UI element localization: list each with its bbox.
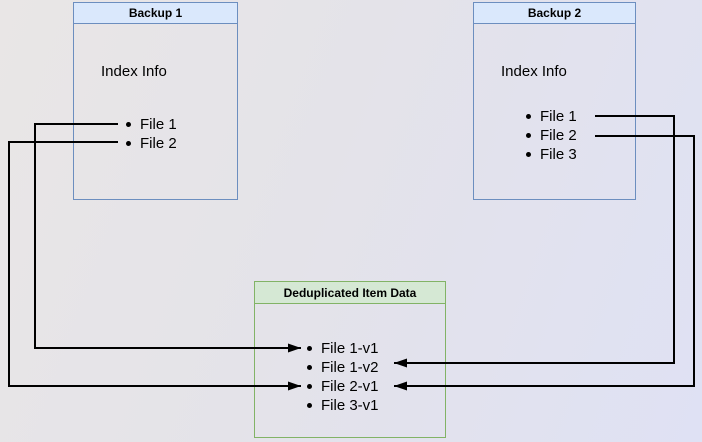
list-item: File 2 [526,126,577,145]
backup1-title: Backup 1 [74,3,237,24]
dedup-file2-v1-label: File 2-v1 [321,378,379,395]
list-item: File 1 [126,115,177,134]
dedup-item-list: File 1-v1 File 1-v2 File 2-v1 File 3-v1 [307,339,379,415]
list-item: File 1-v1 [307,339,379,358]
backup2-file3-label: File 3 [540,146,577,163]
dedup-title: Deduplicated Item Data [255,282,445,304]
backup1-index-info-label: Index Info [101,63,167,80]
dedup-file1-v1-label: File 1-v1 [321,340,379,357]
backup1-file-list: File 1 File 2 [126,115,177,153]
dedup-file1-v2-label: File 1-v2 [321,359,379,376]
dedup-file3-v1-label: File 3-v1 [321,397,379,414]
bullet-icon [526,114,531,119]
bullet-icon [307,403,312,408]
dedup-box: Deduplicated Item Data File 1-v1 File 1-… [254,281,446,438]
backup1-box: Backup 1 Index Info File 1 File 2 [73,2,238,200]
bullet-icon [526,152,531,157]
list-item: File 3 [526,145,577,164]
bullet-icon [126,141,131,146]
backup1-file1-label: File 1 [140,116,177,133]
list-item: File 2-v1 [307,377,379,396]
list-item: File 3-v1 [307,396,379,415]
list-item: File 1 [526,107,577,126]
bullet-icon [126,122,131,127]
bullet-icon [526,133,531,138]
list-item: File 1-v2 [307,358,379,377]
backup2-file2-label: File 2 [540,127,577,144]
list-item: File 2 [126,134,177,153]
backup1-file2-label: File 2 [140,135,177,152]
bullet-icon [307,365,312,370]
bullet-icon [307,384,312,389]
bullet-icon [307,346,312,351]
backup2-box: Backup 2 Index Info File 1 File 2 File 3 [473,2,636,200]
backup2-title: Backup 2 [474,3,635,24]
backup2-index-info-label: Index Info [501,63,567,80]
backup2-file-list: File 1 File 2 File 3 [526,107,577,164]
backup2-file1-label: File 1 [540,108,577,125]
